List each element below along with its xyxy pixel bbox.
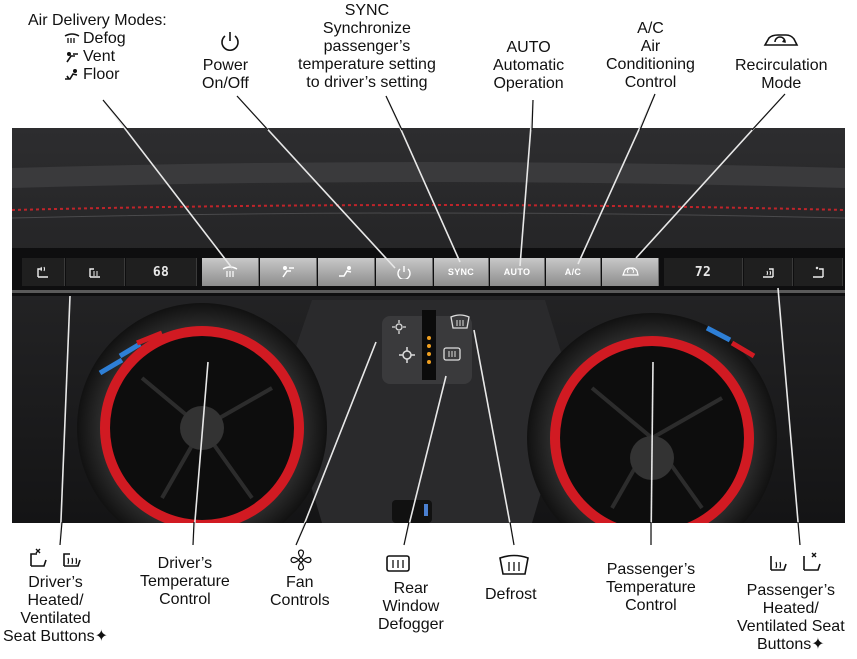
driver-temp-display: 68 — [126, 258, 197, 286]
climate-panel-photo — [12, 128, 845, 523]
recirculation-button-icon — [622, 267, 639, 276]
defog-icon — [64, 33, 80, 43]
passenger-seat-vent-icon — [813, 266, 824, 278]
driver-seat-vent-button[interactable] — [66, 258, 125, 286]
defrost-button[interactable] — [449, 314, 471, 330]
seat-vent-icon — [89, 268, 100, 278]
driver-seat-label: Driver’s Heated/ Ventilated Seat Buttons… — [3, 574, 109, 645]
passenger-seat-vent-button[interactable] — [794, 258, 843, 286]
defog-label: Defog — [83, 30, 126, 47]
passenger-seat-label: Passenger’s Heated/ Ventilated Seat Butt… — [737, 582, 845, 653]
passenger-seat-icons — [770, 552, 821, 571]
auto-button[interactable]: AUTO — [490, 258, 545, 286]
driver-seat-icons — [30, 548, 81, 567]
air-delivery-label: Air Delivery Modes: Defog Vent Floor — [28, 12, 167, 84]
power-button[interactable] — [376, 258, 433, 286]
air-delivery-title: Air Delivery Modes: — [28, 12, 167, 29]
passenger-seat-heat-icon — [763, 268, 774, 278]
vent-button-icon — [282, 266, 294, 278]
driver-temp-label: Driver’s Temperature Control — [140, 555, 230, 608]
vent-mode-button[interactable] — [260, 258, 317, 286]
power-button-icon — [397, 266, 411, 279]
fan-down-button[interactable] — [390, 318, 408, 336]
fan-up-button[interactable] — [398, 346, 416, 364]
defrost-label: Defrost — [485, 586, 537, 603]
seat-heat-icon — [37, 266, 48, 278]
passenger-temp-label: Passenger’s Temperature Control — [606, 561, 696, 614]
sync-button[interactable]: SYNC — [434, 258, 489, 286]
floor-mode-button[interactable] — [318, 258, 375, 286]
ac-label: A/C Air Conditioning Control — [606, 20, 695, 91]
recirculation-label: Recirculation Mode — [735, 57, 828, 92]
power-symbol-icon — [221, 32, 239, 51]
ac-button[interactable]: A/C — [546, 258, 601, 286]
floor-icon — [65, 68, 78, 80]
floor-button-icon — [339, 266, 352, 277]
passenger-temp-display: 72 — [664, 258, 743, 286]
auto-label: AUTO Automatic Operation — [493, 39, 565, 92]
defog-button-icon — [222, 266, 238, 277]
vent-icon — [66, 51, 78, 63]
defog-mode-button[interactable] — [202, 258, 259, 286]
recirculation-symbol-icon — [763, 34, 799, 46]
rear-defogger-icon — [386, 555, 410, 572]
driver-seat-heat-button[interactable] — [22, 258, 65, 286]
vent-label: Vent — [83, 48, 116, 65]
rear-defogger-label: Rear Window Defogger — [378, 580, 444, 633]
fan-label: Fan Controls — [270, 574, 330, 609]
recirculation-button[interactable] — [602, 258, 659, 286]
passenger-seat-heat-button[interactable] — [744, 258, 793, 286]
power-label: Power On/Off — [202, 57, 249, 92]
floor-label: Floor — [83, 66, 120, 83]
rear-defog-button[interactable] — [442, 346, 462, 362]
fan-icon — [290, 549, 312, 571]
sync-label: SYNC Synchronize passenger’s temperature… — [298, 2, 436, 91]
console-illustration — [12, 128, 845, 523]
defrost-icon — [499, 554, 529, 575]
